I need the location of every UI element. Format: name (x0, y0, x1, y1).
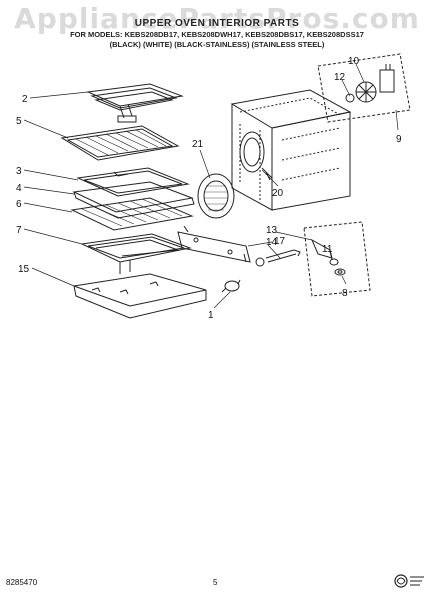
callout-4: 4 (16, 183, 22, 194)
model-colors: (BLACK) (WHITE) (BLACK-STAINLESS) (STAIN… (109, 40, 325, 49)
fan-motor-assembly[interactable] (317, 53, 411, 123)
callout-11: 11 (322, 244, 333, 255)
callout-10: 10 (348, 56, 360, 67)
oven-bottom-panel[interactable] (73, 273, 207, 319)
element-bracket[interactable] (177, 225, 251, 263)
whirlpool-logo (394, 574, 424, 588)
convection-motor[interactable] (379, 64, 395, 93)
callout-17: 17 (274, 236, 286, 247)
callout-15: 15 (18, 264, 30, 275)
callout-21: 21 (192, 139, 204, 150)
page-number: 5 (213, 578, 218, 587)
oven-cavity[interactable] (230, 89, 352, 211)
callout-6: 6 (16, 199, 22, 210)
page-title: UPPER OVEN INTERIOR PARTS (134, 18, 300, 29)
model-numbers: FOR MODELS: KEBS208DB17, KEBS208DWH17, K… (70, 30, 364, 39)
broil-element[interactable] (86, 83, 184, 123)
fan-nut (345, 93, 355, 103)
fan-blade[interactable] (355, 81, 377, 103)
callout-13: 13 (266, 225, 278, 236)
callout-1: 1 (208, 310, 214, 321)
callout-2: 2 (22, 94, 28, 105)
callout-20: 20 (272, 188, 284, 199)
convection-fan-cover[interactable] (197, 173, 235, 219)
callout-9: 9 (396, 134, 402, 145)
temperature-sensor[interactable] (255, 249, 301, 267)
callout-8: 8 (342, 288, 348, 299)
upper-oven-rack[interactable] (60, 125, 180, 161)
broiler-pan-grid[interactable] (76, 167, 190, 197)
oven-light-bulb[interactable] (221, 279, 241, 293)
callout-12: 12 (334, 72, 346, 83)
callout-5: 5 (16, 116, 22, 127)
document-number: 8285470 (6, 578, 38, 587)
bake-element[interactable] (80, 233, 192, 274)
lower-oven-rack[interactable] (70, 197, 194, 231)
callout-3: 3 (16, 166, 22, 177)
callout-7: 7 (16, 225, 22, 236)
light-socket-assembly[interactable] (303, 221, 371, 297)
callout-14: 14 (266, 237, 278, 248)
